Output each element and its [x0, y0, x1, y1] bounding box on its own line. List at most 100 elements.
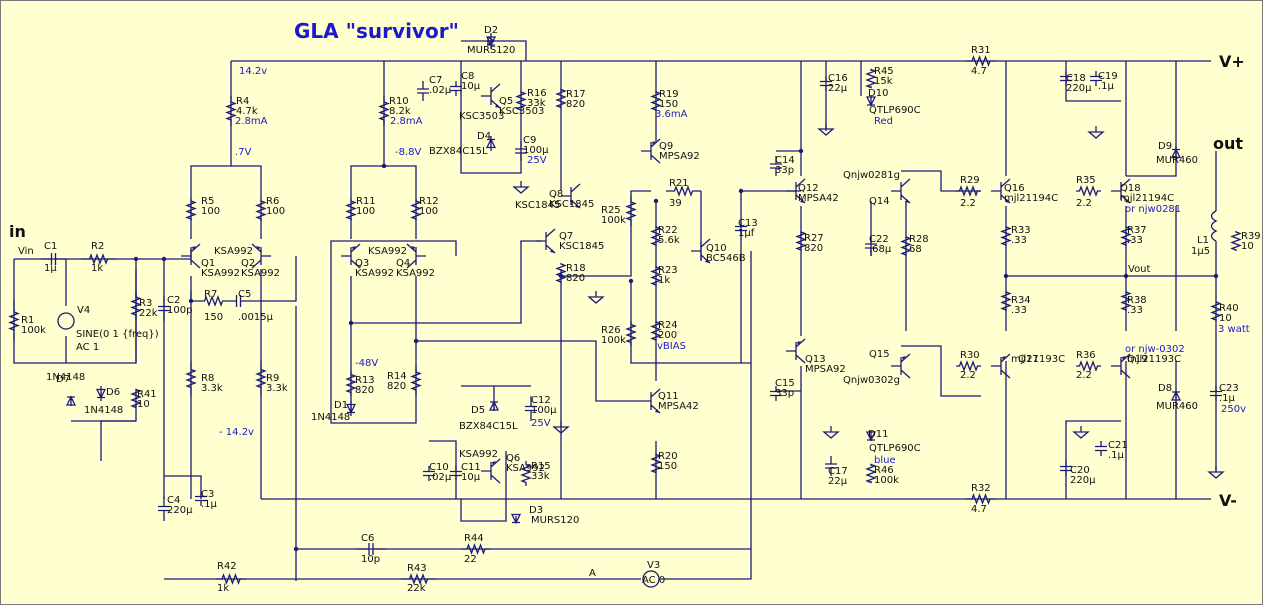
d11-diode — [865, 431, 877, 442]
c4-capacitor-body — [158, 496, 170, 521]
r33-resistor — [1000, 226, 1012, 246]
q9-transistor — [641, 138, 661, 164]
d7-diode-body — [65, 395, 77, 406]
r40-value: 10 — [1219, 313, 1232, 324]
d8-ref: D8 — [1158, 383, 1172, 394]
wire-45 — [901, 170, 981, 192]
q6-transistor-arrow — [492, 461, 496, 465]
r46-ref: R46 — [874, 465, 894, 476]
junction-dot — [798, 148, 804, 154]
c23-capacitor-body — [1210, 386, 1222, 401]
r28-value: 68 — [909, 244, 922, 255]
c12-capacitor — [525, 396, 537, 421]
r12-resistor — [410, 199, 422, 221]
r18-value: 820 — [566, 273, 585, 284]
c18-value: 220µ — [1066, 83, 1092, 94]
c14-ref: C14 — [775, 155, 795, 166]
c4-ref: C4 — [167, 495, 180, 506]
l1-inductor-body — [1210, 210, 1218, 242]
r10-resistor-body — [378, 96, 390, 126]
power-note: 3 watt — [1218, 324, 1250, 335]
junction-dot — [381, 163, 387, 169]
v3-source-value: AC 0 — [642, 575, 665, 586]
r43-ref: R43 — [407, 563, 427, 574]
c7-value: .02µ — [429, 85, 452, 96]
r1-resistor — [8, 301, 20, 341]
r3-resistor — [130, 291, 142, 321]
d8-value: MUR460 — [1156, 401, 1198, 412]
q6-transistor — [481, 458, 501, 484]
c2-value: 100p — [167, 305, 192, 316]
r6-value: 100 — [266, 206, 285, 217]
r16-resistor-body — [515, 91, 527, 111]
r33-ref: R33 — [1011, 225, 1031, 236]
c16-capacitor — [820, 76, 832, 91]
v4-source-ref: V4 — [77, 305, 90, 316]
c13-capacitor-body — [735, 221, 747, 236]
q9-ref: Q9 — [659, 141, 673, 152]
r2-ref: R2 — [91, 241, 104, 252]
d6-value: 1N4148 — [84, 405, 123, 416]
r6-ref: R6 — [266, 196, 279, 207]
d9-diode — [1170, 146, 1182, 161]
c5-value: .0015µ — [238, 312, 274, 323]
r8-resistor-body — [185, 361, 197, 396]
c3-ref: C3 — [201, 489, 214, 500]
r34-resistor-body — [1000, 291, 1012, 311]
r44-value: 22 — [464, 554, 477, 565]
q8-transistor-body — [561, 183, 581, 209]
r16-resistor — [515, 91, 527, 111]
q14-transistor-body — [891, 178, 911, 204]
q8-transistor — [561, 183, 581, 209]
c12-value: 100µ — [531, 405, 557, 416]
r7-resistor-body — [201, 295, 226, 307]
r15-resistor-body — [520, 461, 532, 486]
c15-ref: C15 — [775, 378, 795, 389]
q15-transistor — [891, 353, 911, 379]
c5-capacitor-body — [226, 295, 251, 307]
q17-value: mjl21193C — [1011, 354, 1065, 365]
led-color-red: Red — [874, 116, 893, 127]
c2-ref: C2 — [167, 295, 180, 306]
c4-value: 220µ — [167, 505, 193, 516]
voltage-neg48: -48V — [355, 358, 378, 369]
d3-value: MURS120 — [531, 515, 579, 526]
c14-value: 33p — [775, 165, 794, 176]
r2-resistor — [81, 253, 116, 265]
d3-diode-body — [510, 513, 522, 524]
q2-transistor-body — [251, 243, 271, 269]
r25-resistor-body — [625, 196, 637, 226]
c14-capacitor — [770, 156, 782, 176]
voltage-07v: .7V — [235, 147, 252, 158]
c14-capacitor-body — [770, 156, 782, 176]
voltage-neg142: - 14.2v — [219, 427, 254, 438]
wire-1 — [13, 259, 137, 364]
r35-ref: R35 — [1076, 175, 1096, 186]
d10-ref: D10 — [868, 88, 888, 99]
r30-resistor — [956, 360, 981, 372]
r27-resistor — [795, 231, 807, 251]
r44-resistor-body — [461, 543, 491, 555]
d11-value: QTLP690C — [869, 443, 921, 454]
q14-value: Qnjw0281g — [843, 170, 900, 181]
q7-value: KSC1845 — [559, 241, 604, 252]
r44-resistor — [461, 543, 491, 555]
q17-ref: Q17 — [1018, 354, 1039, 365]
d7-diode — [65, 395, 77, 406]
q5-ref: Q5 — [499, 96, 513, 107]
ground-symbol — [1072, 426, 1090, 439]
wire-46 — [901, 345, 981, 397]
r24-value: 200 — [658, 330, 677, 341]
r13-resistor-body — [345, 371, 357, 396]
r16-value: 33k — [527, 98, 546, 109]
c3-capacitor — [195, 491, 207, 506]
c19-ref: C19 — [1098, 71, 1118, 82]
q8-transistor-arrow — [575, 204, 580, 208]
junction-dot — [1123, 273, 1129, 279]
c10-capacitor — [423, 466, 435, 481]
r27-value: 820 — [804, 243, 823, 254]
q10-transistor — [691, 238, 711, 264]
q9-transistor-body — [641, 138, 661, 164]
q9-transistor-arrow — [652, 141, 656, 145]
q6-value: KSA992 — [506, 463, 545, 474]
